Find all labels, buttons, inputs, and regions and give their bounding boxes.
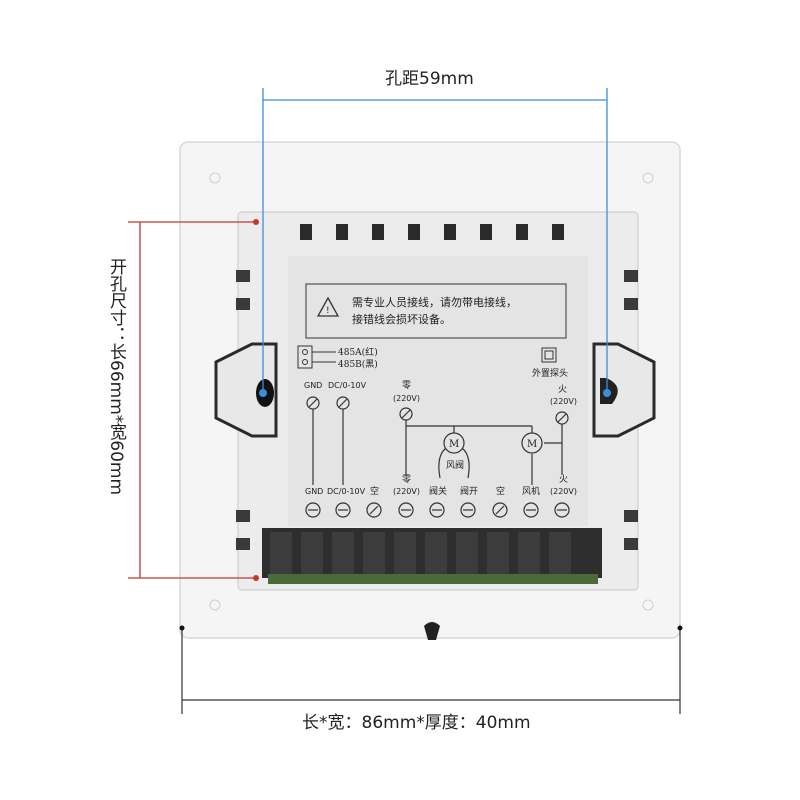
- wiring-lines: [312, 409, 563, 485]
- warning-box: [305, 283, 567, 339]
- bottom-terminal-label: 风机: [522, 485, 540, 497]
- corner-hole: [209, 172, 221, 184]
- bottom-terminal-screws: [305, 502, 570, 518]
- rs485-connector: [297, 345, 313, 369]
- valve-label: 风阀: [446, 460, 464, 471]
- hole-spacing-label: 孔距59mm: [385, 69, 474, 89]
- warning-icon: [316, 296, 340, 317]
- top-live-v-label: (220V): [550, 397, 577, 406]
- bottom-terminal-label: 空: [496, 485, 505, 497]
- hole-spacing-dimension: [262, 88, 608, 393]
- overall-dimension: [181, 628, 681, 714]
- top-vents: [300, 224, 564, 240]
- fan-motor-symbol: [521, 432, 543, 454]
- top-neutral-v-label: (220V): [393, 394, 420, 403]
- external-probe-icon: [541, 347, 557, 363]
- left-bracket: [214, 342, 278, 438]
- bottom-terminal-label: 零: [402, 474, 411, 485]
- rs485-b-label: 485B(黑): [338, 359, 378, 370]
- rs485-a-label: 485A(红): [338, 346, 378, 358]
- label-sticker: [288, 256, 588, 526]
- valve-motor-symbol: [443, 432, 465, 454]
- keyhole-slot: [424, 622, 440, 640]
- warning-line2: 接错线会损坏设备。: [352, 312, 451, 326]
- external-probe-label: 外置探头: [532, 367, 568, 379]
- bottom-terminal-label: 阀开: [460, 486, 478, 497]
- right-bracket: [592, 342, 656, 438]
- svg-text:M: M: [527, 439, 537, 450]
- bottom-terminal-label: 阀关: [429, 485, 447, 497]
- bottom-terminal-label: GND: [305, 487, 323, 496]
- cutout-dimension: [128, 221, 256, 579]
- bottom-terminal-label: 火: [559, 474, 568, 485]
- bottom-terminal-sub: (220V): [550, 487, 577, 496]
- corner-hole: [209, 599, 221, 611]
- terminal-block: [262, 528, 602, 584]
- bottom-terminal-label: 空: [370, 485, 379, 497]
- bottom-terminal-label: DC/0-10V: [327, 487, 366, 496]
- corner-hole: [642, 599, 654, 611]
- top-live-label: 火: [558, 384, 567, 395]
- overall-size-label: 长*宽：86mm*厚度：40mm: [302, 713, 531, 733]
- corner-hole: [642, 172, 654, 184]
- top-gnd-label: GND: [304, 381, 322, 390]
- warning-line1: 需专业人员接线，请勿带电接线，: [352, 295, 517, 309]
- svg-text:M: M: [449, 439, 459, 450]
- top-dc-label: DC/0-10V: [328, 381, 367, 390]
- bottom-terminal-sub: (220V): [393, 487, 420, 496]
- svg-text:!: !: [326, 306, 330, 316]
- cutout-size-label: 开孔尺寸：长66mm*宽60mm: [106, 258, 126, 496]
- side-clips: [236, 270, 638, 550]
- top-neutral-label: 零: [402, 380, 411, 391]
